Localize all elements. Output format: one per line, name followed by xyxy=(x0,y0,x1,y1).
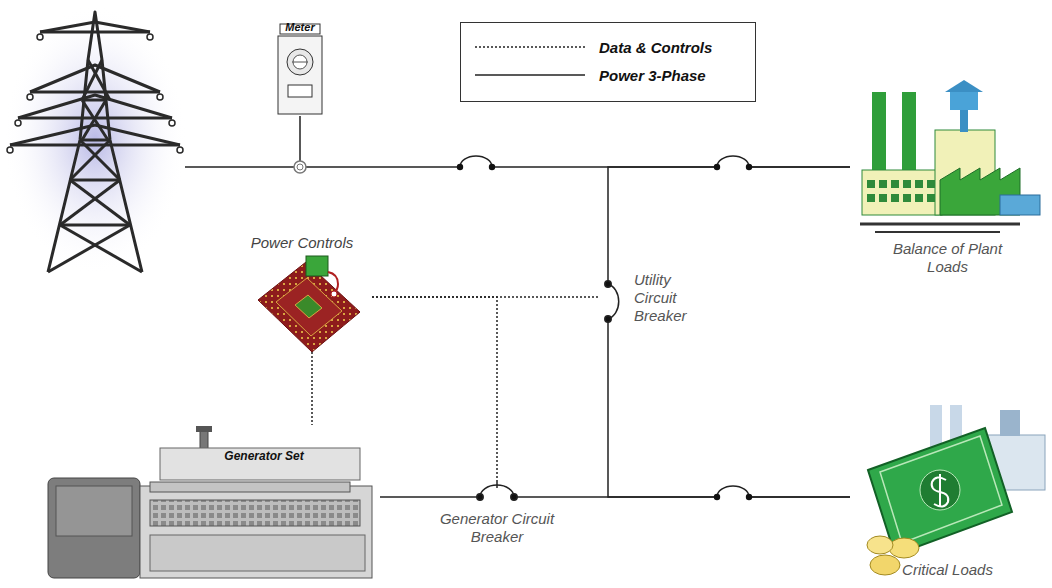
generator-set xyxy=(48,426,372,578)
power-line xyxy=(185,166,294,168)
window-grid xyxy=(867,180,935,202)
money-illustration xyxy=(867,405,1045,575)
breaker-node: Generator Circuit Breaker xyxy=(437,482,557,552)
legend-label: Data & Controls xyxy=(599,39,712,56)
legend-box: Data & ControlsPower 3-Phase xyxy=(460,22,756,102)
node-label: Balance of Plant Loads xyxy=(880,240,1015,276)
node-label: Utility Circuit Breaker xyxy=(634,271,712,325)
power-line xyxy=(300,116,850,167)
node-label: Generator Circuit Breaker xyxy=(437,510,557,546)
meter-box: Meter xyxy=(276,20,324,116)
legend-sample xyxy=(475,42,585,52)
node-label: Power Controls xyxy=(232,234,372,252)
breaker-symbol xyxy=(437,482,557,500)
controller-box: Power Controls xyxy=(232,230,372,360)
load-node: Balance of Plant Loads xyxy=(850,88,1045,294)
legend-entry: Power 3-Phase xyxy=(475,61,741,89)
breaker-symbol xyxy=(605,268,619,328)
node-label: Critical Loads xyxy=(870,561,1025,579)
meter-symbol xyxy=(278,24,322,114)
control-line xyxy=(311,352,313,425)
breaker-node: Utility Circuit Breaker xyxy=(598,268,712,328)
breaker-symbol xyxy=(714,486,752,500)
node-label: Generator Set xyxy=(164,449,364,463)
power-line xyxy=(608,328,850,497)
breaker-symbol xyxy=(457,156,495,170)
controller-chip xyxy=(258,256,360,352)
meter-tap xyxy=(297,164,303,170)
legend-entry: Data & Controls xyxy=(475,33,741,61)
power-line xyxy=(380,496,437,498)
factory-illustration xyxy=(860,80,1040,232)
legend-label: Power 3-Phase xyxy=(599,67,706,84)
power-line xyxy=(608,167,850,268)
legend-sample xyxy=(475,70,585,80)
meter-tap xyxy=(294,161,306,173)
generator-node: Generator Set xyxy=(40,425,380,583)
node-label: Meter xyxy=(276,21,324,34)
load-node: Critical Loads xyxy=(850,405,1045,583)
power-line xyxy=(557,496,850,498)
breaker-symbol xyxy=(714,156,752,170)
control-line xyxy=(372,297,497,482)
transmission-tower xyxy=(3,5,187,275)
